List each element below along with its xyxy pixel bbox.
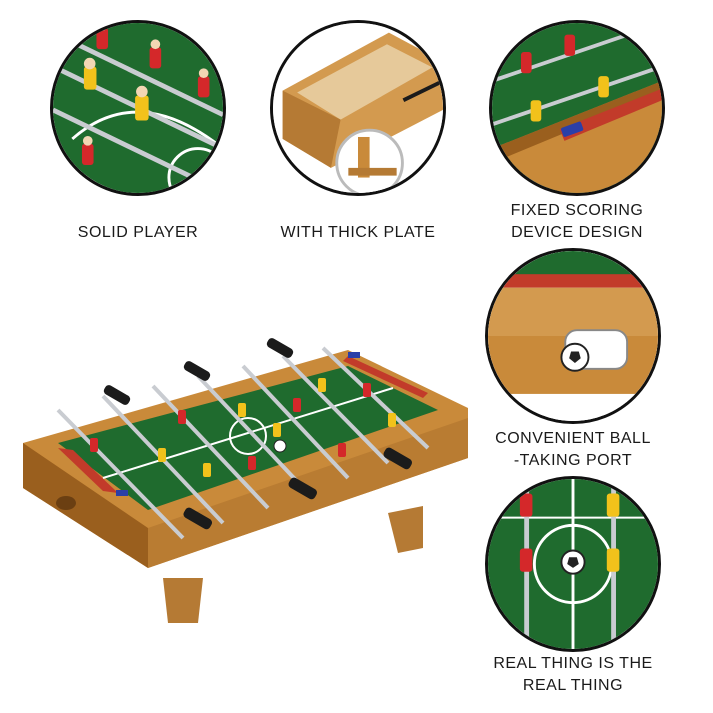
caption-line: CONVENIENT BALL bbox=[495, 430, 651, 447]
ball-port-photo bbox=[485, 248, 661, 424]
thick-plate-caption: WITH THICK PLATE bbox=[250, 222, 466, 244]
ball-port-caption: CONVENIENT BALL -TAKING PORT bbox=[475, 428, 671, 472]
caption-line: REAL THING IS THE bbox=[493, 655, 653, 672]
caption-line: -TAKING PORT bbox=[513, 452, 633, 469]
caption-line: SOLID PLAYER bbox=[77, 224, 199, 241]
caption-line: REAL THING bbox=[522, 677, 624, 694]
caption-line: FIXED SCORING bbox=[510, 202, 644, 219]
thick-plate-photo bbox=[270, 20, 446, 196]
caption-line: DEVICE DESIGN bbox=[511, 224, 643, 241]
caption-line: WITH THICK PLATE bbox=[280, 224, 436, 241]
real-thing-caption: REAL THING IS THE REAL THING bbox=[465, 653, 681, 697]
solid-player-photo bbox=[50, 20, 226, 196]
scoring-device-photo bbox=[489, 20, 665, 196]
scoring-device-caption: FIXED SCORING DEVICE DESIGN bbox=[479, 200, 675, 244]
solid-player-caption: SOLID PLAYER bbox=[40, 222, 236, 244]
foosball-table-photo bbox=[18, 338, 473, 630]
real-thing-photo bbox=[485, 476, 661, 652]
